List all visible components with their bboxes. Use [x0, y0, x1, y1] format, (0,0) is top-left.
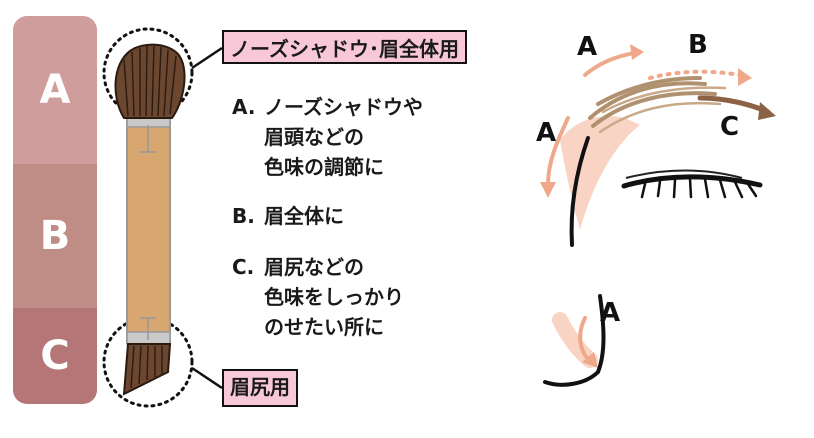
desc-c-line: のせたい所に: [264, 315, 384, 339]
desc-c-key: C.: [232, 255, 255, 279]
desc-a-key: A.: [232, 95, 256, 119]
swatch-b: B: [13, 164, 97, 308]
description-b: B. 眉全体に: [232, 201, 344, 231]
nose-outline: [543, 294, 606, 387]
desc-c-line: 色味をしっかり: [264, 285, 404, 309]
desc-a-line: 眉頭などの: [264, 125, 364, 149]
label-a-side: A: [536, 118, 557, 148]
desc-a-line: ノーズシャドウや: [264, 95, 423, 119]
tag-nose-brow: ノーズシャドウ･眉全体用: [222, 30, 467, 64]
desc-a-line: 色味の調節に: [264, 155, 384, 179]
eye-line: [621, 174, 763, 189]
arrow-b: [648, 69, 747, 80]
label-a-brow-head: A: [577, 32, 598, 62]
nose-bridge-line: [569, 136, 590, 247]
bottom-connector: [191, 366, 223, 390]
top-connector: [191, 46, 223, 70]
label-a-nose: A: [600, 298, 621, 328]
eyelashes: [640, 177, 758, 199]
swatch-c: C: [13, 308, 97, 404]
label-b-brow: B: [688, 30, 708, 60]
label-c-brow-tail: C: [720, 112, 740, 142]
arrow-a-side: [546, 116, 570, 187]
description-c: C. 眉尻などの 色味をしっかり のせたい所に: [232, 252, 404, 342]
brush-handle: [126, 116, 171, 343]
swatch-c-label: C: [40, 333, 70, 379]
description-a: A. ノーズシャドウや 眉頭などの 色味の調節に: [232, 92, 423, 182]
tag-brow-tail: 眉尻用: [222, 369, 298, 407]
nose-shadow-area: [560, 116, 640, 230]
eye-diagram: [540, 44, 776, 387]
bottom-highlight-circle: [102, 316, 194, 408]
desc-b-line: 眉全体に: [264, 204, 344, 228]
swatch-a: A: [13, 16, 97, 164]
color-palette: A B C: [13, 16, 97, 404]
desc-c-line: 眉尻などの: [264, 255, 364, 279]
desc-b-key: B.: [232, 204, 255, 228]
arrow-c: [697, 95, 771, 115]
swatch-a-label: A: [39, 67, 71, 113]
swatch-b-label: B: [39, 213, 71, 259]
